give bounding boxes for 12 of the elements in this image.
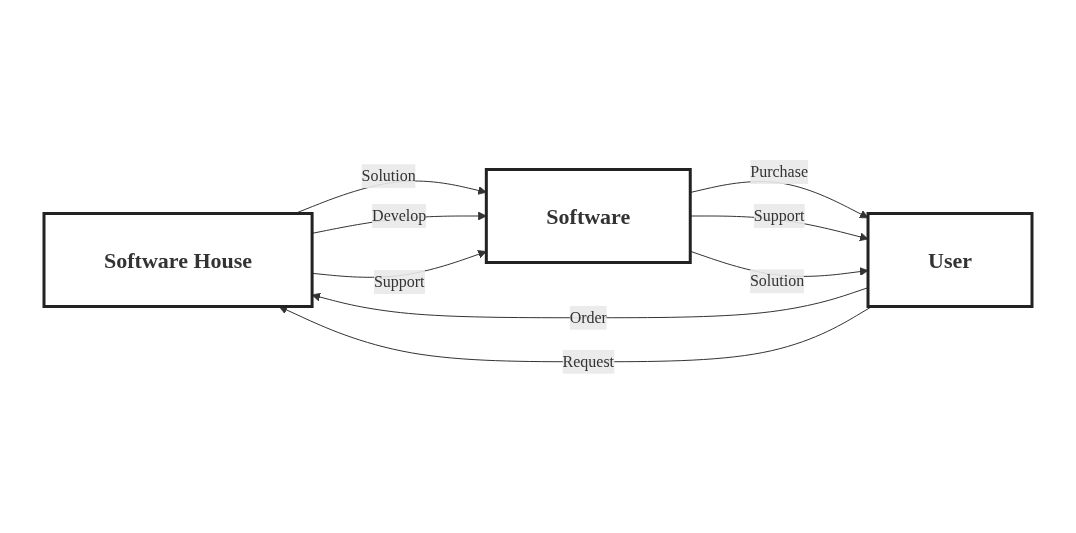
arrow — [278, 305, 873, 362]
edge-label: Request — [562, 352, 615, 370]
edge-label: Support — [373, 272, 425, 290]
node-box: Software — [484, 167, 692, 264]
edge-label: Order — [569, 308, 607, 326]
edge-label: Solution — [749, 271, 805, 289]
node-box: User — [866, 211, 1034, 308]
edge-label: Solution — [361, 166, 416, 184]
node-box: Software House — [42, 211, 314, 308]
edge-label: Develop — [372, 206, 427, 224]
edge-label: Support — [753, 206, 805, 224]
edge-label: Purchase — [750, 162, 809, 180]
